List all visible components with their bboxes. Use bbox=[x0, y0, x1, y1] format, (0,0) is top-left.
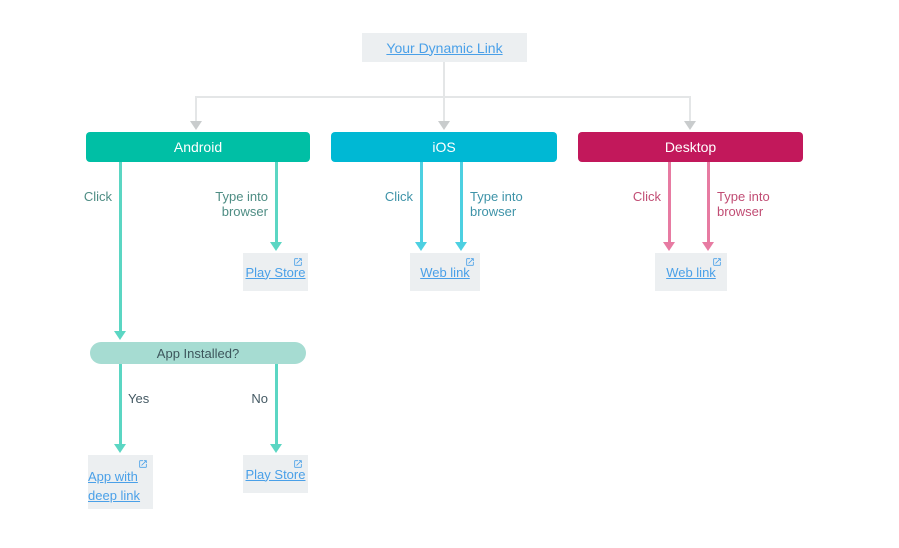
root-node: Your Dynamic Link bbox=[362, 33, 527, 62]
desktop-web-link-link[interactable]: Web link bbox=[666, 264, 716, 280]
android-no-label: No bbox=[251, 391, 268, 406]
external-link-icon bbox=[465, 257, 475, 267]
external-link-icon bbox=[293, 257, 303, 267]
ios-web-link-node: Web link bbox=[410, 253, 480, 291]
header-ios-label: iOS bbox=[432, 139, 456, 155]
connector-drop-desktop bbox=[689, 96, 691, 122]
android-type-line bbox=[275, 162, 278, 243]
android-play-store-link[interactable]: Play Store bbox=[245, 264, 306, 280]
android-type-arrowhead bbox=[270, 242, 282, 251]
android-yes-label: Yes bbox=[128, 391, 150, 406]
header-android: Android bbox=[86, 132, 310, 162]
external-link-icon bbox=[712, 257, 722, 267]
connector-drop-ios bbox=[443, 96, 445, 122]
ios-type-line bbox=[460, 162, 463, 243]
ios-click-line bbox=[420, 162, 423, 243]
ios-web-link-link[interactable]: Web link bbox=[420, 264, 470, 280]
android-play-store-no-node: Play Store bbox=[243, 455, 308, 493]
ios-type-label: Type into browser bbox=[470, 189, 523, 219]
android-no-line bbox=[275, 364, 278, 445]
arrowhead-gray-desktop bbox=[684, 121, 696, 130]
arrowhead-gray-ios bbox=[438, 121, 450, 130]
android-click-label: Click bbox=[83, 189, 112, 204]
app-installed-decision: App Installed? bbox=[90, 342, 306, 364]
ios-type-arrowhead bbox=[455, 242, 467, 251]
android-yes-arrowhead bbox=[114, 444, 126, 453]
header-android-label: Android bbox=[173, 139, 223, 155]
external-link-icon bbox=[293, 459, 303, 469]
desktop-type-line bbox=[707, 162, 710, 243]
android-click-line bbox=[119, 162, 122, 332]
external-link-icon bbox=[138, 459, 148, 469]
connector-drop-android bbox=[195, 96, 197, 122]
android-no-arrowhead bbox=[270, 444, 282, 453]
ios-click-arrowhead bbox=[415, 242, 427, 251]
desktop-click-label: Click bbox=[632, 189, 661, 204]
desktop-click-line bbox=[668, 162, 671, 243]
app-with-deep-link-node: App with deep link bbox=[88, 455, 153, 509]
app-installed-label: App Installed? bbox=[156, 345, 240, 361]
arrowhead-gray-android bbox=[190, 121, 202, 130]
root-link[interactable]: Your Dynamic Link bbox=[386, 39, 503, 56]
android-yes-line bbox=[119, 364, 122, 445]
android-play-store-no-link[interactable]: Play Store bbox=[245, 466, 306, 482]
header-desktop: Desktop bbox=[578, 132, 803, 162]
header-desktop-label: Desktop bbox=[664, 139, 717, 155]
android-click-arrowhead bbox=[114, 331, 126, 340]
header-ios: iOS bbox=[331, 132, 557, 162]
app-with-deep-link-link[interactable]: App with deep link bbox=[88, 469, 141, 503]
ios-click-label: Click bbox=[384, 189, 413, 204]
desktop-type-arrowhead bbox=[702, 242, 714, 251]
desktop-click-arrowhead bbox=[663, 242, 675, 251]
connector-root-stem bbox=[443, 62, 445, 97]
android-type-label: Type into browser bbox=[215, 189, 268, 219]
desktop-type-label: Type into browser bbox=[717, 189, 770, 219]
android-play-store-node: Play Store bbox=[243, 253, 308, 291]
desktop-web-link-node: Web link bbox=[655, 253, 727, 291]
